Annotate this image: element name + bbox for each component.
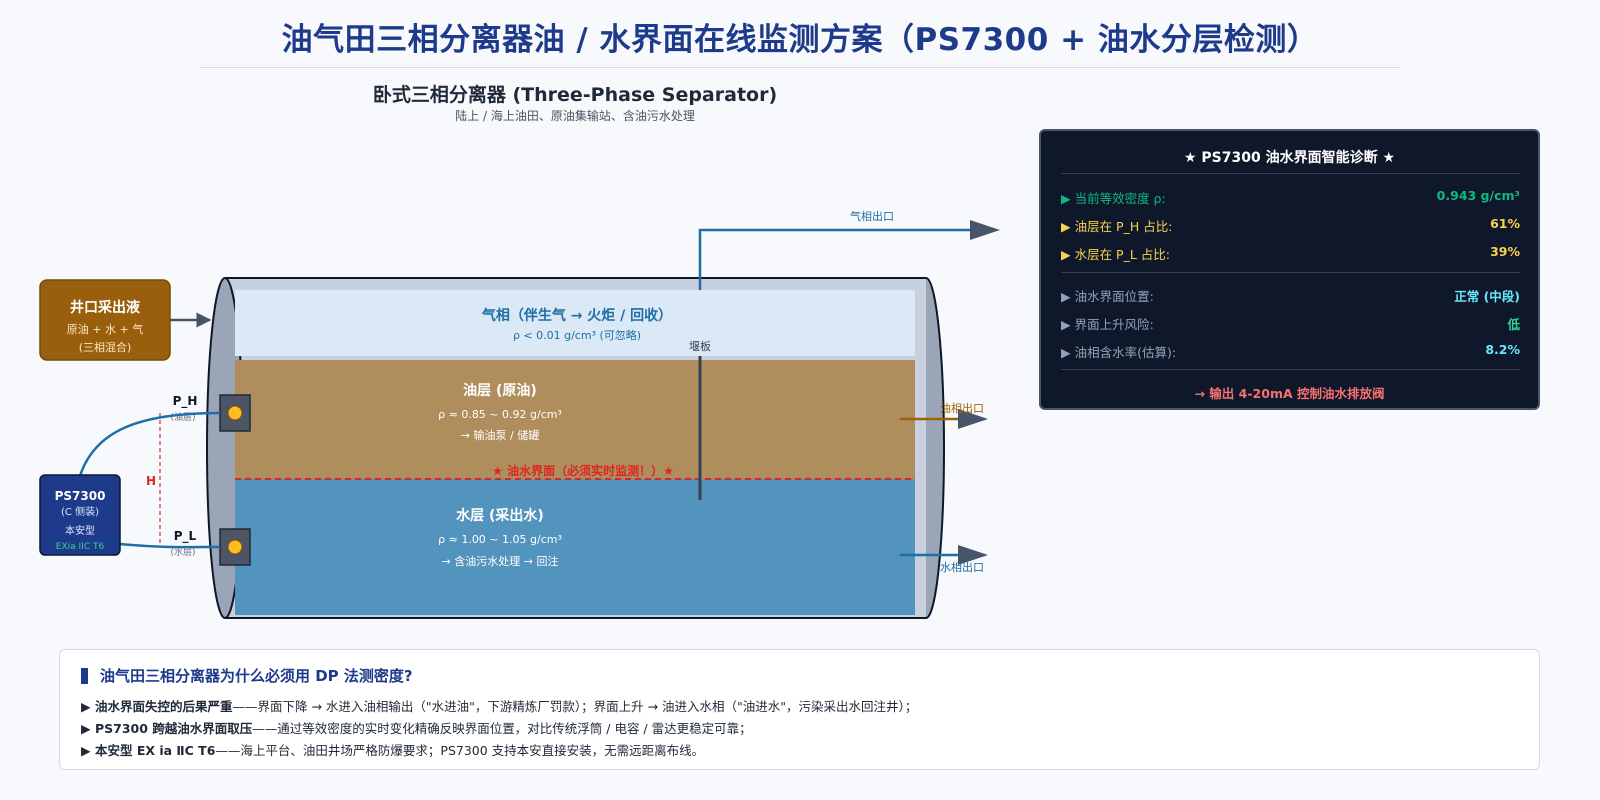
- panel-row-value: 低: [1507, 317, 1520, 332]
- ps7300-transmitter: PS7300 (C 侧装) 本安型 EXia IIC T6: [39, 474, 121, 556]
- diagnostics-panel: ★ PS7300 油水界面智能诊断 ★ ▶ 当前等效密度 ρ: 0.943 g/…: [1039, 129, 1540, 410]
- title-divider: [200, 67, 1400, 68]
- high-port-label: P_H: [173, 394, 198, 409]
- water-layer: [235, 479, 915, 615]
- panel-row-value: 0.943 g/cm³: [1436, 188, 1520, 203]
- panel-row-water-ratio: ▶ 水层在 P_L 占比: 39%: [1061, 244, 1520, 264]
- explanation-line-bold: ▶ 本安型 EX ia ⅡC T6: [81, 743, 216, 758]
- panel-row-value: 正常 (中段): [1454, 289, 1520, 304]
- explanation-line-bold: ▶ PS7300 跨越油水界面取压: [81, 721, 253, 736]
- explanation-title: 油气田三相分离器为什么必须用 DP 法测密度?: [100, 667, 413, 685]
- explanation-line: ▶ 本安型 EX ia ⅡC T6——海上平台、油田井场严格防爆要求；PS730…: [81, 740, 704, 759]
- panel-row-label: ▶ 油层在 P_H 占比:: [1061, 219, 1173, 234]
- high-tap-sensor-icon: [227, 405, 243, 421]
- oil-layer-destination: → 输油泵 / 储罐: [461, 428, 539, 442]
- panel-row-rise-risk: ▶ 界面上升风险: 低: [1061, 314, 1520, 334]
- water-outlet-arrow: [958, 545, 988, 565]
- panel-row-label: ▶ 油水界面位置:: [1061, 289, 1154, 304]
- panel-row-label: ▶ 当前等效密度 ρ:: [1061, 191, 1166, 206]
- panel-row-density: ▶ 当前等效密度 ρ: 0.943 g/cm³: [1061, 188, 1520, 208]
- explanation-line: ▶ 油水界面失控的后果严重——界面下降 → 水进入油相输出（"水进油"，下游精炼…: [81, 696, 917, 715]
- water-layer-destination: → 含油污水处理 → 回注: [442, 554, 559, 568]
- low-port-label: P_L: [174, 529, 197, 544]
- low-port-sub: (水层): [170, 546, 195, 558]
- water-layer-title: 水层 (采出水): [456, 507, 544, 524]
- panel-footer: → 输出 4-20mA 控制油水排放阀: [1194, 386, 1385, 401]
- gas-outlet-pipe: [698, 228, 995, 290]
- low-impulse-line: [119, 542, 221, 549]
- explanation-accent-bar: [81, 668, 88, 684]
- height-label: H: [146, 474, 156, 488]
- panel-row-label: ▶ 水层在 P_L 占比:: [1061, 247, 1170, 262]
- panel-divider: [1061, 173, 1520, 174]
- panel-row-water-cut: ▶ 油相含水率(估算): 8.2%: [1061, 342, 1520, 362]
- separator-subtitle: 陆上 / 海上油田、原油集输站、含油污水处理: [455, 109, 695, 123]
- explanation-line-text: ——海上平台、油田井场严格防爆要求；PS7300 支持本安直接安装，无需远距离布…: [215, 743, 705, 758]
- gas-phase-title: 气相（伴生气 → 火炬 / 回收）: [481, 307, 672, 324]
- panel-row-interface-position: ▶ 油水界面位置: 正常 (中段): [1061, 286, 1520, 306]
- panel-row-value: 8.2%: [1485, 342, 1520, 357]
- water-layer-density: ρ ≈ 1.00 ~ 1.05 g/cm³: [438, 533, 562, 546]
- panel-row-label: ▶ 油相含水率(估算):: [1061, 345, 1177, 360]
- panel-row-value: 61%: [1490, 216, 1520, 231]
- inlet-title: 井口采出液: [70, 299, 141, 316]
- interface-label: ★ 油水界面（必须实时监测！）★: [492, 463, 674, 478]
- transmitter-rating: EXia IIC T6: [56, 542, 105, 552]
- inlet-line1: 原油 + 水 + 气: [67, 322, 143, 336]
- transmitter-name: PS7300: [55, 489, 106, 503]
- oil-layer: [235, 360, 915, 479]
- panel-divider: [1061, 272, 1520, 273]
- gas-outlet-label: 气相出口: [850, 209, 894, 223]
- low-tap-sensor-icon: [227, 539, 243, 555]
- explanation-box: 油气田三相分离器为什么必须用 DP 法测密度? ▶ 油水界面失控的后果严重——界…: [59, 649, 1540, 770]
- oil-layer-title: 油层 (原油): [463, 382, 537, 399]
- gas-phase: [235, 290, 915, 356]
- separator-title: 卧式三相分离器 (Three-Phase Separator): [372, 84, 778, 106]
- explanation-line-bold: ▶ 油水界面失控的后果严重: [81, 699, 233, 714]
- high-impulse-line: [78, 411, 221, 477]
- oil-layer-density: ρ ≈ 0.85 ~ 0.92 g/cm³: [438, 408, 562, 421]
- explanation-line-text: ——界面下降 → 水进入油相输出（"水进油"，下游精炼厂罚款）；界面上升 → 油…: [232, 699, 918, 714]
- oil-outlet-arrow: [958, 409, 988, 429]
- oil-outlet-label: 油相出口: [940, 401, 984, 415]
- panel-title: ★ PS7300 油水界面智能诊断 ★: [1183, 150, 1396, 166]
- panel-row-value: 39%: [1490, 244, 1520, 259]
- explanation-line: ▶ PS7300 跨越油水界面取压——通过等效密度的实时变化精确反映界面位置，对…: [81, 718, 752, 737]
- inlet-line2: (三相混合): [79, 340, 132, 354]
- wellhead-inlet-box: 井口采出液 原油 + 水 + 气 (三相混合): [39, 279, 171, 361]
- gas-outlet-arrow: [970, 220, 1000, 240]
- explanation-line-text: ——通过等效密度的实时变化精确反映界面位置，对比传统浮筒 / 电容 / 雷达更稳…: [252, 721, 752, 736]
- separator-diagram: 堰板 气相（伴生气 → 火炬 / 回收） ρ < 0.01 g/cm³ (可忽略…: [39, 209, 1000, 619]
- page-title: 油气田三相分离器油 / 水界面在线监测方案（PS7300 + 油水分层检测）: [281, 22, 1319, 58]
- panel-row-oil-ratio: ▶ 油层在 P_H 占比: 61%: [1061, 216, 1520, 236]
- weir-label: 堰板: [689, 339, 711, 353]
- transmitter-mount: (C 侧装): [61, 505, 99, 518]
- panel-divider: [1061, 369, 1520, 370]
- panel-row-label: ▶ 界面上升风险:: [1061, 317, 1154, 332]
- water-outlet-label: 水相出口: [940, 560, 984, 574]
- transmitter-type: 本安型: [65, 524, 95, 537]
- gas-phase-density: ρ < 0.01 g/cm³ (可忽略): [513, 328, 641, 342]
